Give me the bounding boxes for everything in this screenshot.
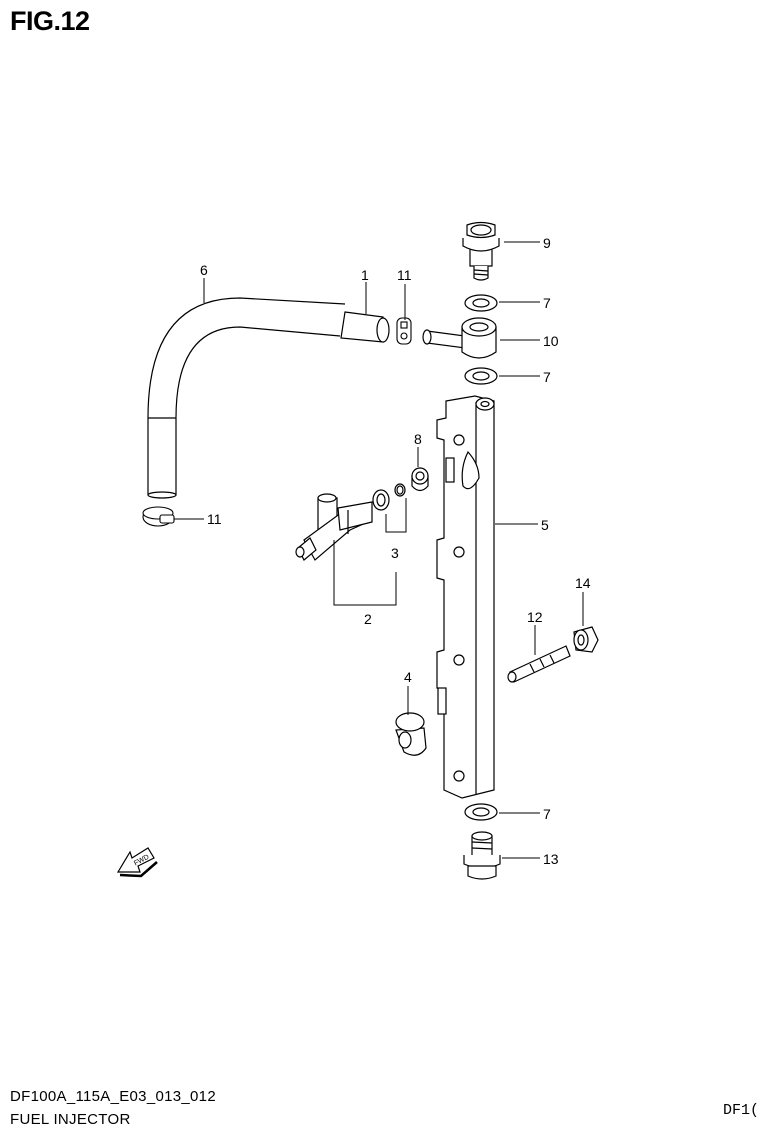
- banjo-bolt[interactable]: [462, 221, 500, 281]
- cushion[interactable]: [411, 467, 429, 492]
- grommet[interactable]: [395, 712, 427, 756]
- callout-7-upper: 7: [543, 295, 551, 311]
- model-code-truncated: DF1(: [723, 1102, 760, 1119]
- hose-clip-lower[interactable]: [142, 506, 175, 527]
- washer-upper[interactable]: [464, 294, 498, 312]
- fuel-hose[interactable]: [147, 297, 346, 499]
- callout-9: 9: [543, 235, 551, 251]
- callout-13: 13: [543, 851, 559, 867]
- callout-8: 8: [414, 431, 422, 447]
- union-fitting[interactable]: [422, 317, 497, 359]
- hose-end[interactable]: [340, 311, 390, 343]
- callout-11-lower: 11: [207, 511, 222, 527]
- callout-numbers: 1 2 3 4 5 6 7 7 7 8 9 10 11 11 12 13 14: [200, 235, 591, 867]
- plug-bolt[interactable]: [463, 831, 501, 880]
- callout-6: 6: [200, 262, 208, 278]
- figure-title: FIG.12: [10, 6, 90, 36]
- callout-11-upper: 11: [397, 267, 412, 283]
- callout-2: 2: [364, 611, 372, 627]
- washer-middle[interactable]: [464, 367, 498, 385]
- callout-7-middle: 7: [543, 369, 551, 385]
- callout-14: 14: [575, 575, 591, 591]
- callout-12: 12: [527, 609, 543, 625]
- fuel-delivery-pipe[interactable]: [436, 395, 495, 799]
- leader-lines: [174, 241, 584, 859]
- hose-clip-upper[interactable]: [396, 317, 412, 345]
- stud-bolt[interactable]: [507, 645, 571, 683]
- fuel-injector[interactable]: [295, 493, 373, 561]
- injector-seal[interactable]: [372, 483, 406, 511]
- callout-1: 1: [361, 267, 369, 283]
- fwd-arrow-icon: FWD: [116, 847, 158, 878]
- callout-7-lower: 7: [543, 806, 551, 822]
- callout-5: 5: [541, 517, 549, 533]
- callout-4: 4: [404, 669, 412, 685]
- callout-10: 10: [543, 333, 559, 349]
- diagram-name: FUEL INJECTOR: [10, 1111, 131, 1128]
- diagram-code: DF100A_115A_E03_013_012: [10, 1088, 216, 1105]
- washer-lower[interactable]: [464, 803, 498, 821]
- callout-3: 3: [391, 545, 399, 561]
- flange-nut[interactable]: [573, 626, 599, 653]
